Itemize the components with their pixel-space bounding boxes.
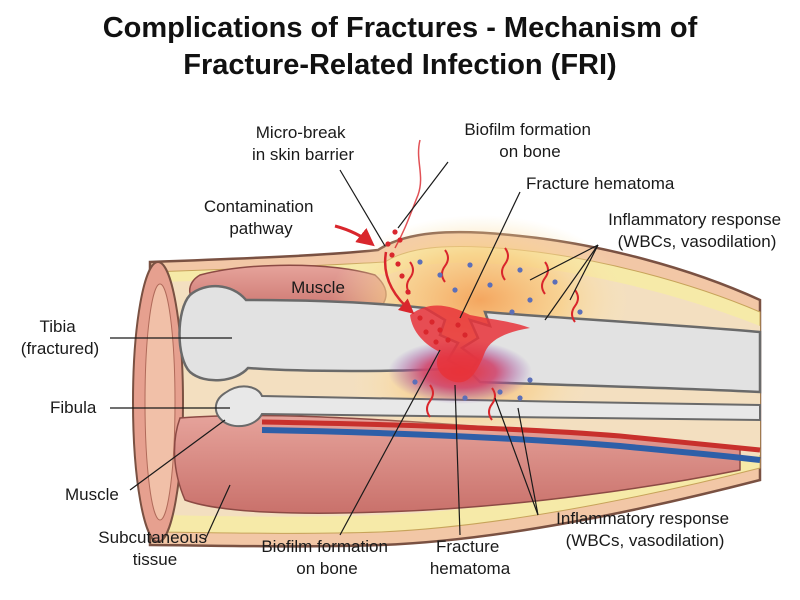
label-fracture-hematoma-bottom: Fracture hematoma [430,537,511,578]
label-muscle-bottom: Muscle [65,485,119,504]
cut-surface-inner [144,283,176,521]
label-biofilm-bottom: Biofilm formation on bone [261,537,392,578]
white-blood-cells [412,259,583,401]
micro-break-crack [394,139,422,249]
label-biofilm-top: Biofilm formation on bone [464,120,595,161]
page-title: Complications of Fractures - Mechanism o… [0,10,800,84]
label-contamination: Contamination pathway [204,197,318,238]
title-line-2: Fracture-Related Infection (FRI) [183,49,617,81]
diagram-labels: Micro-break in skin barrier Biofilm form… [21,120,786,578]
fibula-bone [214,385,761,428]
contamination-arrow [334,224,375,247]
hematoma-blood [410,305,530,383]
vein [261,427,761,463]
title-line-1: Complications of Fractures - Mechanism o… [102,12,698,44]
label-inflammatory-bottom: Inflammatory response (WBCs, vasodilatio… [556,509,734,550]
label-fibula: Fibula [50,398,97,417]
label-subcutaneous: Subcutaneous tissue [98,528,211,569]
label-micro-break: Micro-break in skin barrier [252,123,354,164]
label-muscle-top: Muscle [291,278,345,297]
vasodilation-squiggles [406,247,579,421]
label-fracture-hematoma-top: Fracture hematoma [526,174,675,193]
artery [261,419,761,453]
contamination-pathway-curve [383,251,415,314]
label-inflammatory-top: Inflammatory response (WBCs, vasodilatio… [608,210,786,251]
label-tibia: Tibia (fractured) [21,317,99,358]
leader-lines [110,161,599,541]
